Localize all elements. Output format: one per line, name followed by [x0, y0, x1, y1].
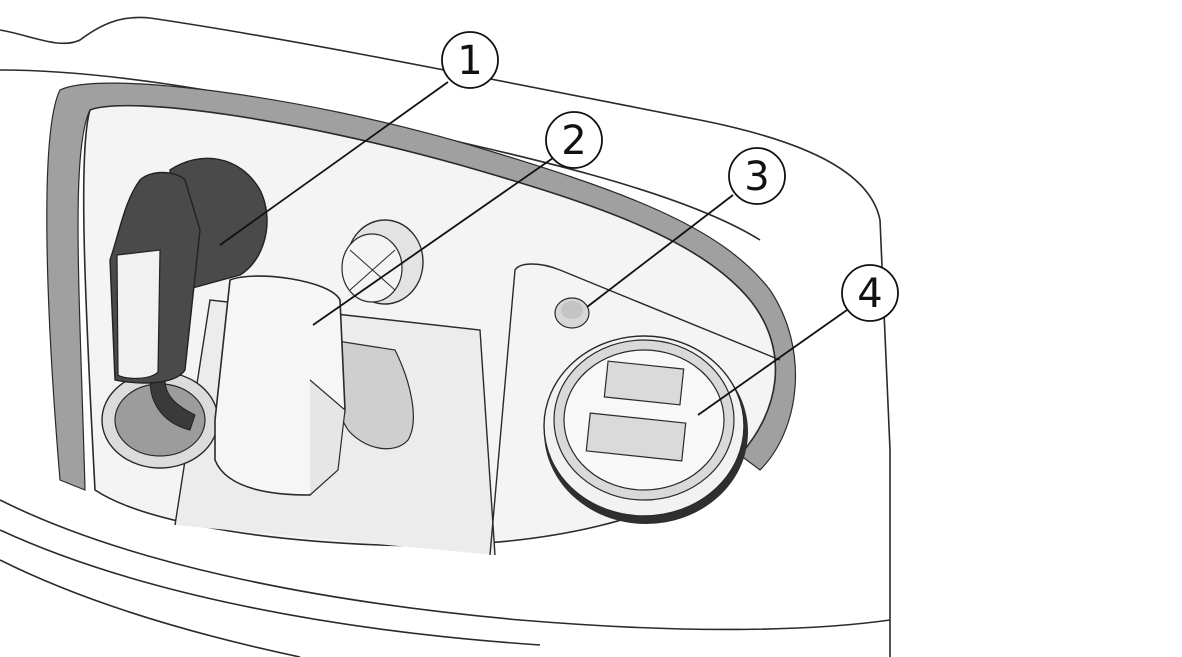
usb-socket	[543, 335, 748, 524]
callout-label: 3	[744, 154, 769, 200]
callout-bubble	[728, 147, 786, 205]
usb-port-2	[585, 412, 687, 462]
callout-label: 1	[457, 38, 482, 84]
callout-4: 4	[841, 264, 899, 322]
callout-bubble	[841, 264, 899, 322]
callout-1: 1	[441, 31, 499, 89]
handle	[101, 157, 268, 469]
usb-port-1	[603, 360, 685, 406]
callout-bubble	[545, 111, 603, 169]
callout-2: 2	[545, 111, 603, 169]
callout-label: 2	[561, 118, 586, 164]
callout-bubble	[441, 31, 499, 89]
housing	[0, 16, 891, 657]
indicator	[554, 297, 590, 329]
socket-panel-edge	[489, 263, 781, 556]
callout-3: 3	[728, 147, 786, 205]
cap	[214, 219, 424, 496]
leader-lines	[219, 81, 848, 416]
callout-label: 4	[857, 271, 882, 317]
